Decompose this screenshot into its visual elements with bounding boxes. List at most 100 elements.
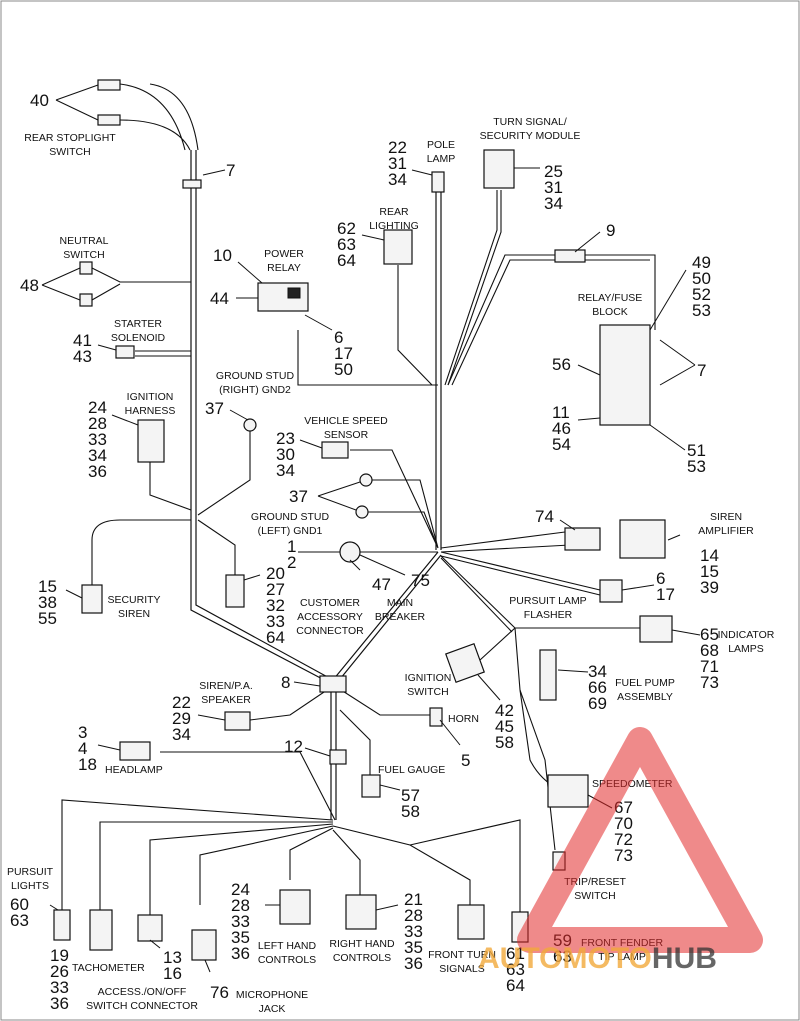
accessory-connector: [225, 574, 245, 608]
callout-5: 5: [461, 751, 470, 770]
pole-lamp-connector: [431, 171, 445, 193]
fuel-pump-assembly-body: [539, 649, 557, 701]
callout-8: 8: [281, 673, 290, 692]
clip-12: [329, 749, 347, 765]
horn-connector: [429, 707, 443, 727]
siren-pa-speaker-connector: [224, 711, 251, 731]
speedometer-body: [547, 774, 589, 808]
label-ground-stud-right: GROUND STUD(RIGHT) GND2: [216, 370, 295, 396]
headlamp-connector: [119, 741, 151, 761]
label-siren-pa-speaker: SIREN/P.A.SPEAKER: [199, 680, 253, 706]
label-fuel-gauge: FUEL GAUGE: [378, 764, 445, 776]
turn-signal-module-body: [483, 149, 515, 189]
microphone-jack: [191, 929, 217, 961]
label-ground-stud-left: GROUND STUD(LEFT) GND1: [251, 511, 330, 537]
rear-lighting-connector: [383, 229, 413, 265]
clip-8: [319, 675, 347, 693]
callout-12: 12: [284, 737, 303, 756]
vss-connector: [321, 441, 349, 459]
label-headlamp: HEADLAMP: [105, 764, 163, 776]
siren-amplifier-body: [619, 519, 666, 559]
neutral-switch-top: [79, 261, 93, 275]
callout-9: 9: [606, 221, 615, 240]
callout-76: 76: [210, 983, 229, 1002]
watermark-text-automoto: AUTOMOTOHUB: [478, 942, 717, 975]
connector-6-17: [599, 579, 623, 603]
pursuit-lights-connector: [53, 909, 71, 941]
security-siren-connector: [81, 584, 103, 614]
callout-47: 47: [372, 575, 391, 594]
callout-7-right: 7: [697, 361, 706, 380]
components: [53, 79, 673, 961]
starter-solenoid-connector: [115, 345, 135, 359]
ground-stud-right-ring: [243, 418, 257, 432]
access-switch-connector: [137, 914, 163, 942]
label-horn: HORN: [448, 713, 479, 725]
ignition-harness-connector: [137, 419, 165, 463]
leader-lines: [41, 84, 701, 973]
watermark-logo: AUTOMOTOHUB: [478, 727, 763, 975]
relay-fuse-block-body: [599, 324, 651, 426]
indicator-lamps-connector: [639, 615, 673, 643]
left-hand-controls-connector: [279, 889, 311, 925]
right-hand-controls-connector: [345, 894, 377, 930]
harness-wires: [61, 83, 656, 915]
callout-10: 10: [213, 246, 232, 265]
watermark-triangle: [517, 727, 763, 953]
callout-37-left: 37: [289, 487, 308, 506]
clip-7-top: [182, 179, 202, 189]
callout-74: 74: [535, 507, 554, 526]
callout-48: 48: [20, 276, 39, 295]
ignition-switch-body: [445, 643, 485, 683]
ground-stud-left-b: [355, 505, 369, 519]
label-turn-signal-module: TURN SIGNAL/SECURITY MODULE: [480, 116, 581, 142]
front-turn-signals-connector: [457, 904, 485, 940]
tachometer-connector: [89, 909, 113, 951]
neutral-switch-bottom: [79, 293, 93, 307]
label-tachometer: TACHOMETER: [72, 962, 145, 974]
callout-75: 75: [411, 571, 430, 590]
stoplight-connector-bottom: [97, 114, 121, 126]
